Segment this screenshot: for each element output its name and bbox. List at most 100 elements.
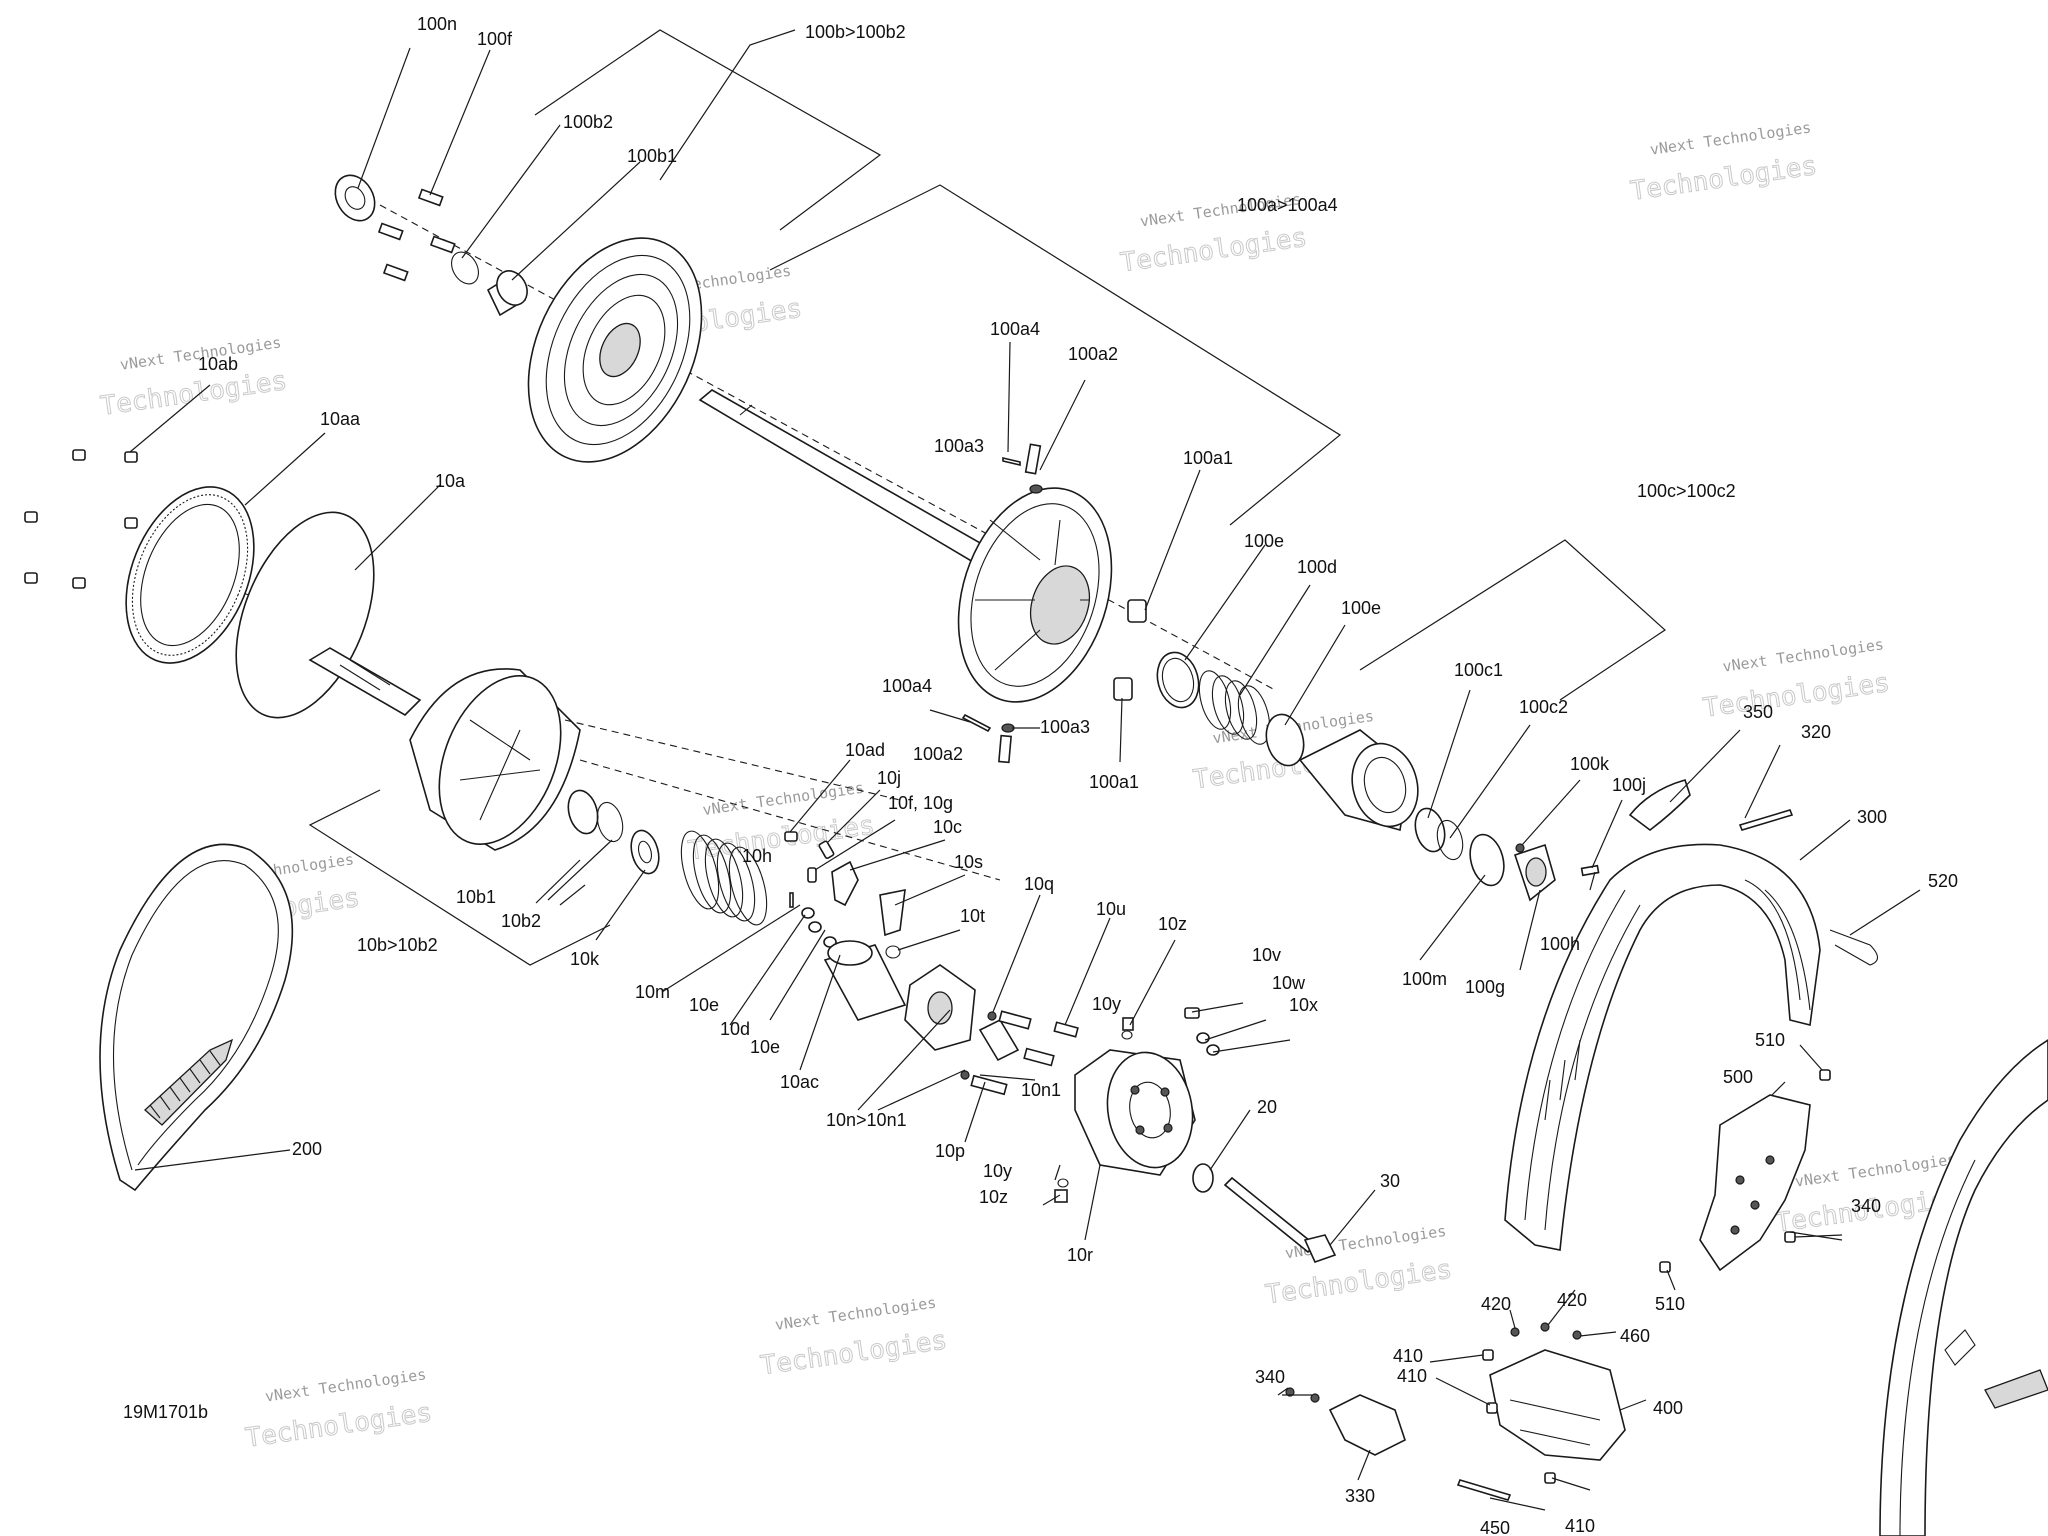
callout: 320 (1801, 722, 1831, 742)
cap-100g (1513, 843, 1556, 902)
pin-100a4-lower (961, 713, 992, 733)
washer-10w (1196, 1032, 1210, 1044)
callout: 10s (954, 852, 983, 872)
callout: 10ad (845, 740, 885, 760)
lever-10c (831, 860, 859, 907)
bolt-10z (1122, 1017, 1134, 1031)
drawing-id: 19M1701b (123, 1402, 208, 1422)
ring-10t (885, 945, 901, 959)
svg-text:vNext Technologies: vNext Technologies (1649, 118, 1812, 158)
cam-100c (1298, 729, 1419, 832)
callout: 100a4 (990, 319, 1040, 339)
pin-100a2-lower (998, 734, 1012, 764)
callout: 100e (1341, 598, 1381, 618)
bolt-10q (998, 1010, 1032, 1030)
screw-340-3 (1310, 1393, 1320, 1403)
screws-100f (377, 188, 456, 282)
callout: 410 (1393, 1346, 1423, 1366)
svg-text:vNext Technologies: vNext Technologies (701, 779, 864, 819)
movable-sheave-10b (409, 668, 581, 851)
strip-320 (1738, 809, 1794, 831)
callout: 10ac (780, 1072, 819, 1092)
ring-100e-2 (1265, 713, 1305, 767)
drive-belt-200 (99, 843, 294, 1192)
callout: 10x (1289, 995, 1318, 1015)
callout: 20 (1257, 1097, 1277, 1117)
svg-text:vNext Technologies: vNext Technologies (1794, 1150, 1957, 1190)
seal-100n (334, 174, 376, 222)
callout: 10j (877, 768, 901, 788)
spider-10n (904, 964, 976, 1051)
bracket-100b (534, 29, 882, 231)
bolt-30 (1223, 1176, 1337, 1263)
callout: 410 (1565, 1516, 1595, 1536)
callout: 340 (1255, 1367, 1285, 1387)
ring-gear-10aa (125, 486, 255, 664)
callout: 100m (1402, 969, 1447, 989)
washer-10k (630, 829, 660, 875)
screw-510 (1819, 1069, 1831, 1081)
callout: 100a4 (882, 676, 932, 696)
callout: 100b1 (627, 146, 677, 166)
bushing-100b1 (486, 270, 528, 317)
callout: 100g (1465, 977, 1505, 997)
screw-340 (1784, 1231, 1796, 1243)
nut-460 (1572, 1330, 1582, 1340)
callout: 100a3 (1040, 717, 1090, 737)
bolt-10ad (784, 831, 798, 842)
nut-10y-lower (1057, 1178, 1069, 1188)
washer-20 (1192, 1163, 1214, 1193)
callout: 100a2 (1068, 344, 1118, 364)
pin-10h (789, 892, 794, 908)
callout: 100d (1297, 557, 1337, 577)
spring-100d (1198, 670, 1271, 745)
sheave-100b (527, 237, 703, 463)
screw-410-2 (1486, 1402, 1498, 1414)
screw-100a2 (1024, 443, 1042, 475)
callout: 100b>100b2 (805, 22, 906, 42)
bolt-10z-lower (1054, 1189, 1068, 1203)
svg-text:Technologies: Technologies (99, 366, 289, 422)
sleeve-10n1 (978, 1018, 1020, 1062)
plate-450 (1456, 1479, 1512, 1501)
nut-10y (1121, 1030, 1133, 1040)
callout: 100k (1570, 754, 1610, 774)
ring-100e (1156, 651, 1200, 709)
callout: 200 (292, 1139, 322, 1159)
callout: 10b2 (501, 911, 541, 931)
bracket-500 (1699, 1094, 1811, 1272)
washer-100m (1469, 833, 1505, 887)
callout: 100a>100a4 (1237, 195, 1338, 215)
callout: 100a3 (934, 436, 984, 456)
callout: 100c>100c2 (1637, 481, 1736, 501)
svg-text:Technologies: Technologies (1119, 223, 1309, 279)
callout: 100c1 (1454, 660, 1503, 680)
callout: 10b1 (456, 887, 496, 907)
bushing-10ac (823, 940, 907, 1021)
callout: 10n1 (1021, 1080, 1061, 1100)
screw-510-2 (1659, 1261, 1671, 1273)
callout: 350 (1743, 702, 1773, 722)
callout: 10q (1024, 874, 1054, 894)
callout: 10r (1067, 1245, 1093, 1265)
callout: 10m (635, 982, 670, 1002)
callout: 510 (1655, 1294, 1685, 1314)
svg-text:vNext Technologies: vNext Technologies (774, 1294, 937, 1334)
housing-fragment (1879, 1039, 2048, 1536)
circlip-100c2 (1436, 819, 1464, 861)
callout: 10c (933, 817, 962, 837)
washer-100k (1515, 843, 1525, 853)
roller-10f (807, 867, 817, 883)
bracket-330 (1328, 1394, 1406, 1456)
svg-text:Technologies: Technologies (244, 1398, 434, 1454)
callout: 420 (1557, 1290, 1587, 1310)
svg-text:vNext Technologies: vNext Technologies (264, 1365, 427, 1405)
nut-10x (1206, 1044, 1220, 1056)
washer-10q (987, 1011, 997, 1021)
svg-text:Technologies: Technologies (759, 1325, 949, 1381)
callout: 10ab (198, 354, 238, 374)
